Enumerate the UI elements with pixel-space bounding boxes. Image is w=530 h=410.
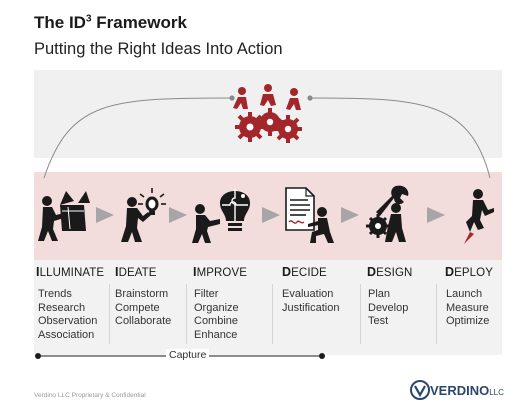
rocket-figure-icon (464, 189, 494, 244)
column-divider (272, 284, 273, 344)
footer-note: Verdino LLC Proprietary & Confidential (34, 392, 146, 399)
stage-activities-design: Plan Develop Test (368, 288, 409, 328)
stage-activities-deploy: Launch Measure Optimize (446, 288, 490, 328)
column-divider (109, 284, 110, 344)
stage-activities-illuminate: Trends Research Observation Association (38, 288, 98, 341)
stage-label-illuminate: ILLUMINATE (36, 265, 105, 279)
capture-label: Capture (166, 349, 210, 361)
brand-name: VERDINOLLC (430, 383, 504, 398)
unboxing-figure-icon (38, 191, 90, 241)
stage-label-design: DESIGN (367, 265, 413, 279)
document-signing-figure-icon (285, 187, 334, 243)
stage-label-deploy: DEPLOY (445, 265, 493, 279)
stage-activities-improve: Filter Organize Combine Enhance (194, 288, 239, 341)
stage-arrow (427, 207, 445, 223)
page-title: The ID3 Framework (34, 13, 187, 32)
stage-arrow (96, 207, 114, 223)
stage-arrow (341, 207, 359, 223)
stage-arrow (262, 207, 280, 223)
stage-label-ideate: IDEATE (115, 265, 157, 279)
lightbulb-figure-icon (121, 188, 166, 242)
team-gears-icon (233, 84, 302, 143)
page-subtitle: Putting the Right Ideas Into Action (34, 40, 283, 58)
column-divider (186, 284, 187, 344)
column-divider (436, 284, 437, 344)
stage-arrow (169, 207, 187, 223)
verdino-logo-icon (410, 380, 430, 400)
stage-label-decide: DECIDE (282, 265, 327, 279)
stage-activities-ideate: Brainstorm Compete Collaborate (115, 288, 172, 328)
puzzle-figure-icon (192, 189, 250, 243)
wrench-gear-figure-icon (366, 185, 409, 242)
stage-label-improve: IMPROVE (193, 265, 248, 279)
column-divider (360, 284, 361, 344)
activity-band (34, 260, 502, 355)
stage-activities-decide: Evaluation Justification (282, 288, 340, 314)
